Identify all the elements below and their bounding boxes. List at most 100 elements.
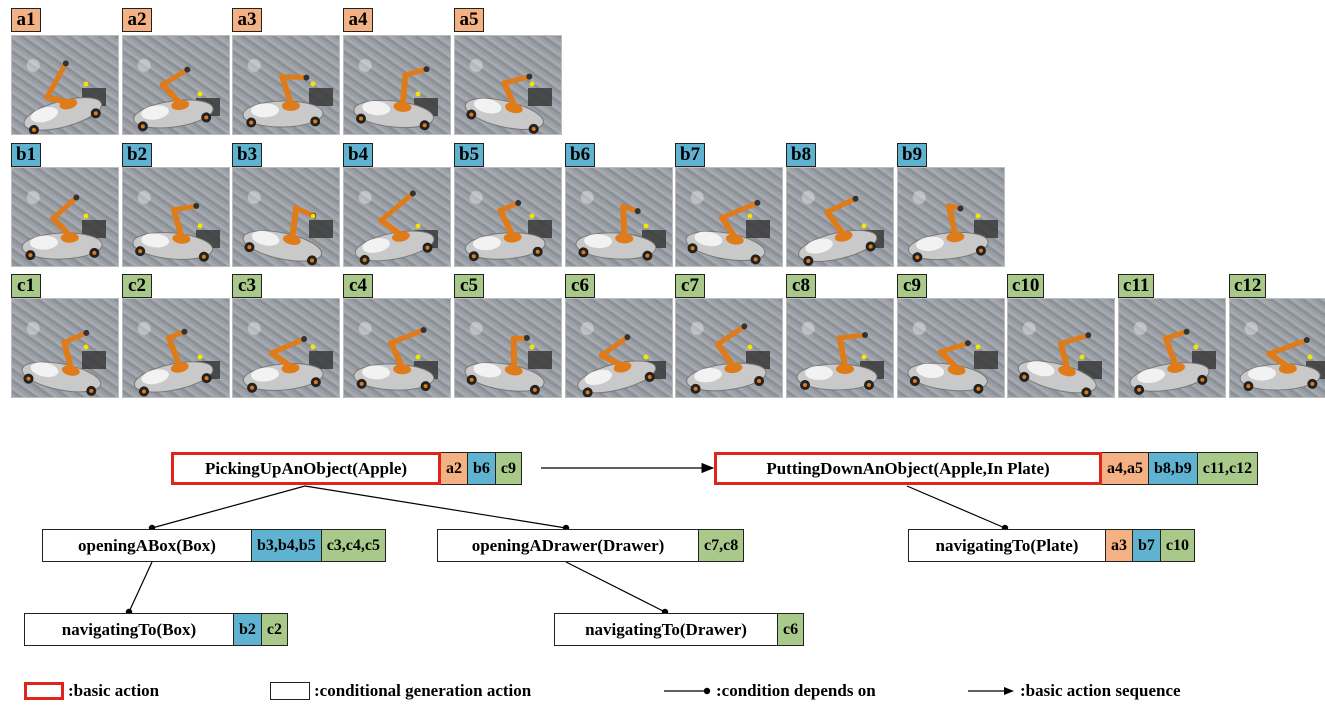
robot-illustration <box>133 66 220 132</box>
robot-illustration <box>23 60 106 134</box>
depends-line-navdrawer <box>565 561 666 613</box>
robot-illustration <box>575 203 666 261</box>
robot-illustration <box>464 334 552 395</box>
depends-line-box <box>151 485 306 529</box>
frame-ref-chip: a2 <box>441 452 468 485</box>
simulation-frame <box>232 167 340 267</box>
node-label: openingADrawer(Drawer) <box>437 529 699 562</box>
legend-action-sequence: :basic action sequence <box>966 678 1181 704</box>
frame-tag: a5 <box>454 8 484 32</box>
robot-illustration <box>1129 328 1216 395</box>
robot-illustration <box>133 328 220 397</box>
robot-illustration <box>242 73 333 128</box>
legend-depends-label: :condition depends on <box>716 681 876 700</box>
frame-tag: c11 <box>1118 274 1155 298</box>
robot-illustration <box>242 336 333 393</box>
simulation-frame <box>454 298 562 398</box>
robot-illustration <box>686 323 770 394</box>
node-putting-down-an-object: PuttingDownAnObject(Apple,In Plate) a4,a… <box>714 452 1259 485</box>
frame-tag: a3 <box>232 8 262 32</box>
simulation-frame <box>565 298 673 398</box>
robot-illustration <box>908 203 998 263</box>
legend-basic-action: :basic action <box>24 678 159 704</box>
frame-tag: b7 <box>675 143 706 167</box>
frame-tag: a2 <box>122 8 152 32</box>
robot-illustration <box>1017 332 1102 397</box>
depends-line-plate <box>906 485 1006 529</box>
simulation-frame <box>565 167 673 267</box>
simulation-frame <box>897 298 1005 398</box>
node-label: navigatingTo(Plate) <box>908 529 1106 562</box>
robot-illustration <box>577 334 666 397</box>
simulation-frame <box>122 35 230 135</box>
legend-sequence-label: :basic action sequence <box>1020 681 1181 700</box>
simulation-frame <box>343 35 451 135</box>
node-label: navigatingTo(Drawer) <box>554 613 778 646</box>
frame-tag: a1 <box>11 8 41 32</box>
frame-tag: b2 <box>122 143 153 167</box>
simulation-frame <box>786 167 894 267</box>
simulation-frame <box>343 298 451 398</box>
frame-ref-chip: c2 <box>261 613 289 646</box>
frame-tag: c2 <box>122 274 152 298</box>
frame-ref-chip: c10 <box>1160 529 1196 562</box>
simulation-frame <box>786 298 894 398</box>
frame-tag: c9 <box>897 274 927 298</box>
frame-ref-chip: b8,b9 <box>1149 452 1198 485</box>
robot-illustration <box>353 66 438 131</box>
robot-illustration <box>796 332 884 391</box>
frame-tag: c6 <box>565 274 595 298</box>
robot-illustration <box>242 205 333 266</box>
simulation-frame <box>454 35 562 135</box>
simulation-frame <box>897 167 1005 267</box>
simulation-frame <box>232 298 340 398</box>
frame-tag: b8 <box>786 143 817 167</box>
frame-ref-chip: c3,c4,c5 <box>321 529 387 562</box>
legend-basic-label: :basic action <box>68 681 160 700</box>
simulation-frame <box>1118 298 1226 398</box>
frame-tag: b9 <box>897 143 928 167</box>
robot-illustration <box>907 340 998 394</box>
node-label: PuttingDownAnObject(Apple,In Plate) <box>714 452 1102 485</box>
frame-ref-chip: c11,c12 <box>1197 452 1259 485</box>
frame-tag: c12 <box>1229 274 1267 298</box>
legend-depends-symbol <box>664 687 711 695</box>
frame-ref-chip: b7 <box>1133 529 1161 562</box>
robot-illustration <box>464 199 552 262</box>
frame-ref-chip: a4,a5 <box>1102 452 1149 485</box>
depends-line-drawer <box>304 485 567 529</box>
simulation-frame <box>675 167 783 267</box>
robot-illustration <box>21 194 106 261</box>
simulation-frame <box>343 167 451 267</box>
node-label: PickingUpAnObject(Apple) <box>171 452 441 485</box>
legend-conditional-swatch <box>270 682 310 700</box>
simulation-frame <box>454 167 562 267</box>
simulation-frame <box>11 167 119 267</box>
simulation-frame <box>232 35 340 135</box>
simulation-frame <box>122 167 230 267</box>
frame-tag: b3 <box>232 143 263 167</box>
frame-tag: c1 <box>11 274 41 298</box>
frame-tag: c10 <box>1007 274 1045 298</box>
legend-sequence-symbol <box>968 687 1014 695</box>
node-label: openingABox(Box) <box>42 529 252 562</box>
frame-tag: c7 <box>675 274 705 298</box>
robot-illustration <box>798 195 884 266</box>
legend-depends-on: :condition depends on <box>662 678 876 704</box>
node-navigating-to-drawer: navigatingTo(Drawer) c6 <box>554 613 805 646</box>
frame-ref-chip: b3,b4,b5 <box>252 529 322 562</box>
frame-tag: b1 <box>11 143 42 167</box>
legend-conditional-label: :conditional generation action <box>314 681 532 700</box>
robot-illustration <box>354 190 438 265</box>
frame-tag: b4 <box>343 143 374 167</box>
frame-ref-chip: c9 <box>495 452 523 485</box>
robot-illustration <box>685 199 770 265</box>
frame-ref-chip: b6 <box>468 452 496 485</box>
robot-illustration <box>353 327 438 392</box>
simulation-frame <box>675 298 783 398</box>
frame-tag: c3 <box>232 274 262 298</box>
legend-basic-swatch <box>24 682 64 700</box>
